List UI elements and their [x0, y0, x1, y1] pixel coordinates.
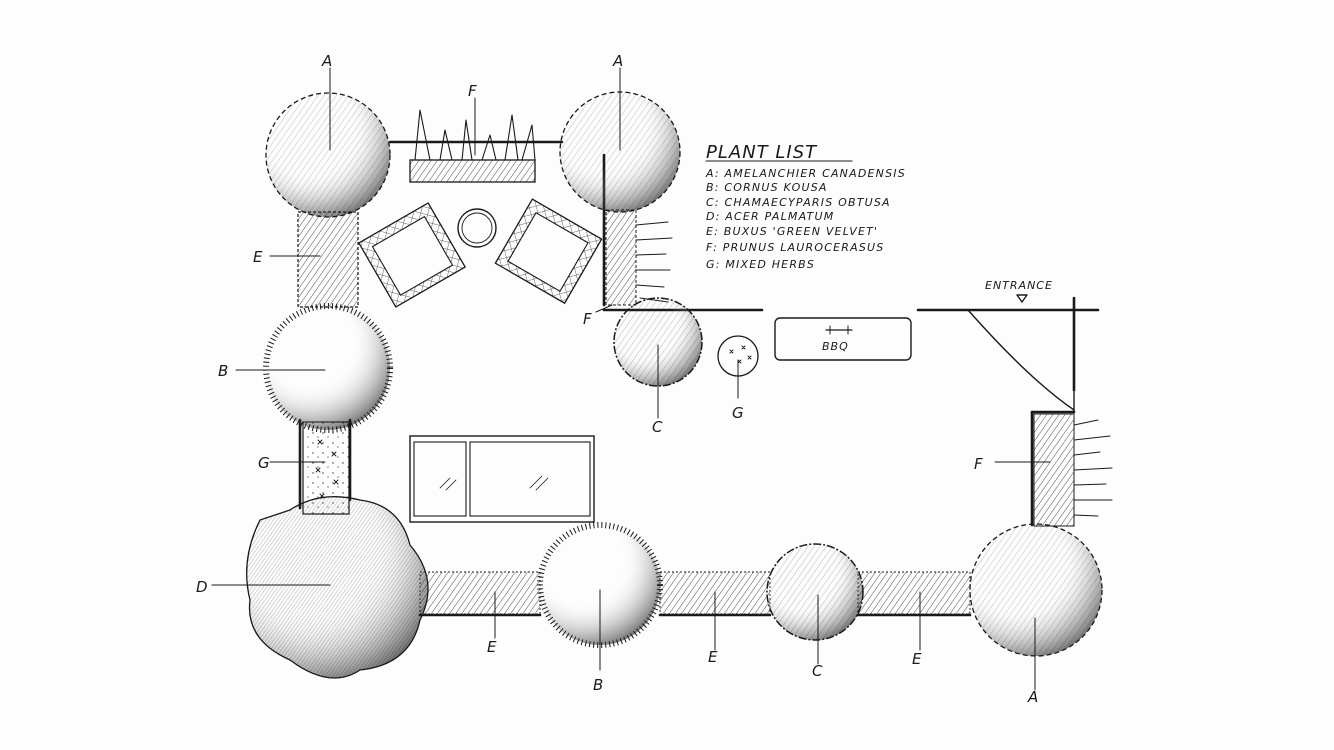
bbq-label: BBQ	[822, 340, 849, 353]
hedge-right-strip	[605, 209, 637, 306]
bbq-unit	[774, 317, 912, 361]
label-G-pot: G	[732, 404, 744, 422]
tree-B-left	[263, 303, 393, 433]
lounge-chair-right	[494, 198, 603, 305]
tree-A-top-right	[559, 91, 681, 213]
laurel-spikes-top	[414, 109, 536, 161]
label-F-top: F	[468, 82, 477, 100]
label-E-bottom-2: E	[708, 648, 718, 666]
herb-stars	[315, 439, 339, 499]
label-E-left: E	[253, 248, 263, 266]
legend-item-c: C: CHAMAECYPARIS OBTUSA	[706, 196, 891, 209]
hedge-bottom-E1	[419, 571, 541, 615]
legend-item-d: D: ACER PALMATUM	[706, 210, 834, 223]
label-A-top-left: A	[321, 52, 332, 70]
entrance-gate	[967, 294, 1075, 413]
legend-item-b: B: CORNUS KOUSA	[706, 181, 828, 194]
label-B-bottom: B	[593, 676, 603, 694]
plant-list-legend: PLANT LIST A: AMELANCHIER CANADENSIS B: …	[705, 142, 906, 271]
hedge-left-E	[297, 211, 359, 308]
laurel-spikes-right	[1073, 419, 1113, 517]
side-table	[457, 208, 497, 248]
label-A-bottom-right: A	[1027, 688, 1038, 706]
label-C-bottom: C	[812, 662, 823, 680]
tree-A-bottom-right	[969, 523, 1103, 657]
legend-item-f: F: PRUNUS LAUROCERASUS	[706, 241, 884, 254]
hedge-right-F	[1033, 413, 1075, 527]
legend-item-a: A: AMELANCHIER CANADENSIS	[705, 167, 906, 180]
label-F-right: F	[974, 455, 983, 473]
laurel-spikes-mid	[635, 221, 673, 303]
tree-C-upper	[613, 297, 703, 387]
dining-table	[409, 435, 595, 523]
hedge-bottom-E3	[857, 571, 971, 615]
lounge-chair-left	[357, 202, 467, 308]
leader-lines	[211, 67, 1051, 691]
legend-item-g: G: MIXED HERBS	[706, 258, 815, 271]
label-C-upper: C	[652, 418, 663, 436]
legend-title: PLANT LIST	[706, 142, 818, 163]
label-B-left: B	[218, 362, 228, 380]
label-E-bottom-3: E	[912, 650, 922, 668]
label-F-mid: F	[583, 310, 592, 328]
entrance-label: ENTRANCE	[985, 279, 1053, 292]
tree-D-bottom-left	[246, 496, 429, 679]
tree-C-bottom	[766, 543, 864, 641]
planter-top-F	[409, 159, 536, 183]
tree-A-top-left	[265, 92, 391, 218]
tree-B-bottom	[537, 522, 663, 648]
label-E-bottom-1: E	[487, 638, 497, 656]
label-D: D	[196, 578, 208, 596]
label-G-left: G	[258, 454, 270, 472]
label-A-top-right: A	[612, 52, 623, 70]
legend-item-e: E: BUXUS 'GREEN VELVET'	[706, 225, 878, 238]
